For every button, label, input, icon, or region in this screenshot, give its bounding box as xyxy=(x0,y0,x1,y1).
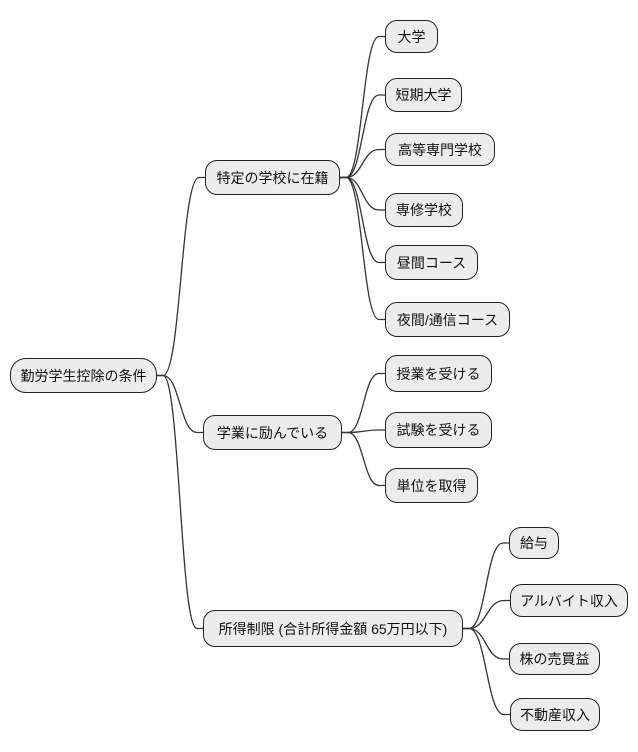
node-leaf-stock-gains-label: 株の売買益 xyxy=(519,651,590,667)
node-leaf-vocational: 専修学校 xyxy=(385,193,463,227)
edge-study-to-classes xyxy=(342,372,385,434)
edge-root-to-school xyxy=(157,176,205,377)
node-leaf-attend-classes: 授業を受ける xyxy=(385,355,492,392)
edge-income-to-salary xyxy=(463,542,509,630)
node-leaf-earn-credits-label: 単位を取得 xyxy=(396,477,467,494)
node-leaf-junior-college-label: 短期大学 xyxy=(395,87,452,103)
node-branch-school-label: 特定の学校に在籍 xyxy=(216,169,329,186)
node-branch-study-label: 学業に励んでいる xyxy=(216,424,329,441)
node-leaf-stock-gains: 株の売買益 xyxy=(509,643,600,675)
node-leaf-salary: 給与 xyxy=(509,527,559,559)
node-leaf-vocational-label: 専修学校 xyxy=(396,202,452,218)
node-leaf-university-label: 大学 xyxy=(397,28,426,45)
node-leaf-daytime-course: 昼間コース xyxy=(385,245,478,280)
node-leaf-parttime-income-label: アルバイト収入 xyxy=(520,592,618,609)
edge-school-to-university xyxy=(340,35,385,179)
node-leaf-take-exams-label: 試験を受ける xyxy=(396,422,481,438)
node-leaf-parttime-income: アルバイト収入 xyxy=(510,584,628,617)
edge-income-to-realestate xyxy=(463,627,510,716)
node-branch-school: 特定の学校に在籍 xyxy=(205,160,340,195)
node-branch-income-label: 所得制限 (合計所得金額 65万円以下) xyxy=(218,620,448,637)
edge-income-to-stock xyxy=(463,627,509,660)
node-leaf-evening-correspondence-course-label: 夜間/通信コース xyxy=(396,311,499,328)
node-branch-income: 所得制限 (合計所得金額 65万円以下) xyxy=(203,610,463,647)
edge-root-to-income xyxy=(157,374,203,630)
edge-income-to-parttime xyxy=(463,599,510,630)
node-leaf-junior-college: 短期大学 xyxy=(385,78,462,112)
node-leaf-university: 大学 xyxy=(385,20,438,53)
edge-school-to-junior-college xyxy=(340,94,385,179)
node-branch-study: 学業に励んでいる xyxy=(203,415,342,450)
node-root: 勤労学生控除の条件 xyxy=(10,358,157,393)
node-leaf-daytime-course-label: 昼間コース xyxy=(396,254,467,271)
node-leaf-evening-correspondence-course: 夜間/通信コース xyxy=(385,302,510,337)
edge-study-to-credits xyxy=(342,431,385,487)
node-leaf-take-exams: 試験を受ける xyxy=(385,412,492,448)
edge-school-to-kosen xyxy=(340,148,385,179)
edge-school-to-evening xyxy=(340,176,385,321)
node-leaf-real-estate-income-label: 不動産収入 xyxy=(520,706,590,723)
node-leaf-earn-credits: 単位を取得 xyxy=(385,468,478,503)
edge-root-to-study xyxy=(157,374,203,434)
node-leaf-attend-classes-label: 授業を受ける xyxy=(396,365,481,382)
node-leaf-salary-label: 給与 xyxy=(520,535,548,551)
node-leaf-kosen: 高等専門学校 xyxy=(385,133,495,166)
node-root-label: 勤労学生控除の条件 xyxy=(20,367,147,384)
node-leaf-kosen-label: 高等専門学校 xyxy=(398,141,482,158)
node-leaf-real-estate-income: 不動産収入 xyxy=(510,698,600,731)
edge-school-to-vocational xyxy=(340,176,385,211)
